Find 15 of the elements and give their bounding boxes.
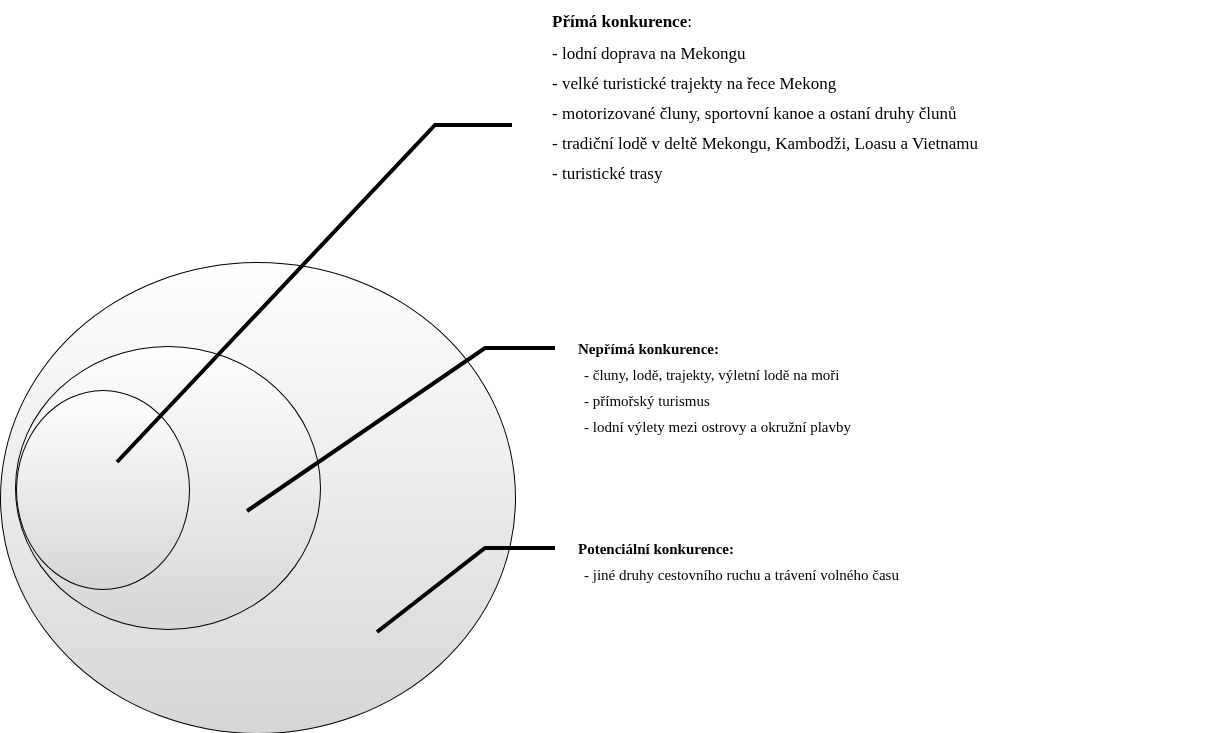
leader-line [245,346,555,513]
list-item: - lodní výlety mezi ostrovy a okružní plavby [583,418,853,437]
heading: Potenciální konkurence: [578,540,735,559]
heading: Přímá konkurence: [552,11,693,33]
list-item: - turistické trasy [552,163,664,185]
leader-line [115,123,512,464]
leader-line [375,546,555,634]
list-item: - jiné druhy cestovního ruchu a trávení volného času [583,566,900,585]
heading: Nepřímá konkurence: [578,340,720,359]
list-item: - tradiční lodě v deltě Mekongu, Kambodži, Loasu a Vietnamu [552,133,979,155]
list-item: - velké turistické trajekty na řece Mekong [552,73,838,95]
list-item: - přímořský turismus [583,392,711,411]
list-item: - lodní doprava na Mekongu [552,43,747,65]
list-item: - čluny, lodě, trajekty, výletní lodě na moři [583,366,841,385]
list-item: - motorizované čluny, sportovní kanoe a ostaní druhy člunů [552,103,958,125]
